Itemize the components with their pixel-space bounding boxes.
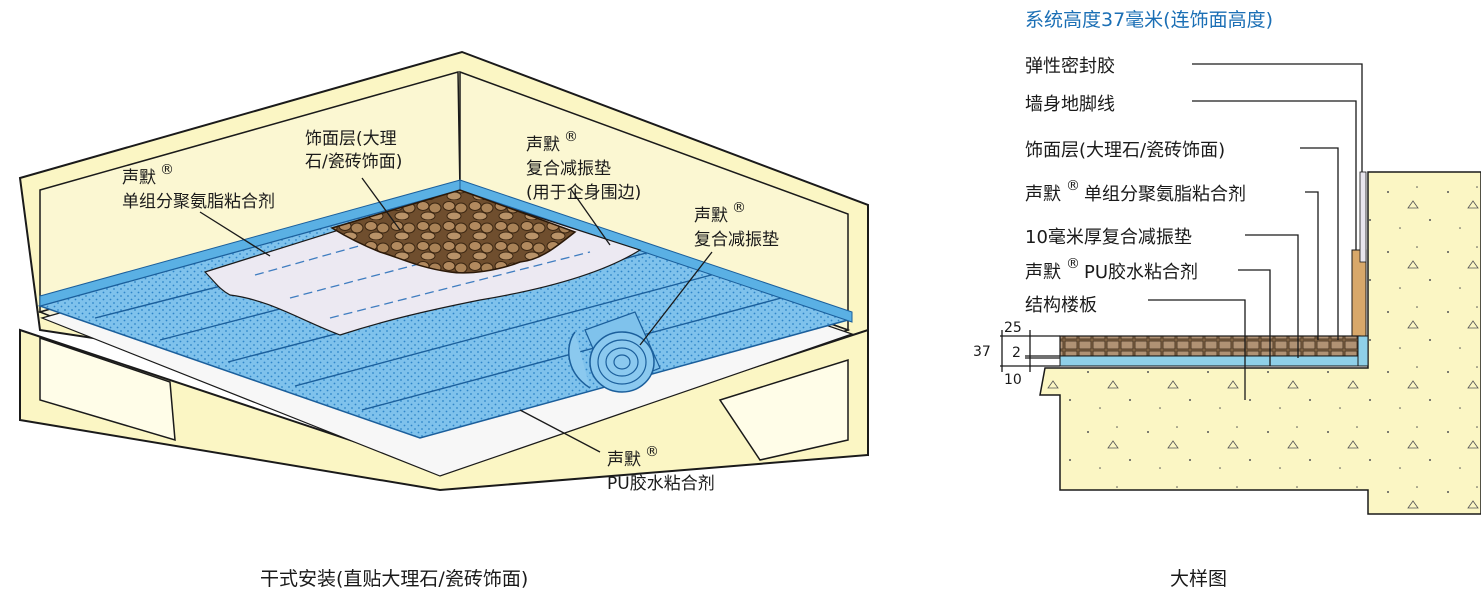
label-pu-reg: ® — [1066, 256, 1080, 272]
adhesive-label-name: 单组分聚氨脂粘合剂 — [122, 192, 275, 212]
dim-total: 37 — [973, 344, 991, 360]
label-finish: 饰面层(大理石/瓷砖饰面) — [1025, 140, 1225, 161]
sealant — [1359, 171, 1367, 263]
leader-lines — [199, 177, 713, 453]
label-sealant: 弹性密封胶 — [1025, 56, 1115, 77]
slab-cutout-right — [718, 358, 849, 461]
pad-layer — [1059, 355, 1367, 367]
label-skirting: 墙身地脚线 — [1025, 94, 1115, 115]
structural-concrete — [1039, 171, 1481, 515]
label-slab: 结构楼板 — [1025, 295, 1097, 316]
pu-label-brand: 声默 — [607, 450, 641, 470]
pu-label-name: PU胶水粘合剂 — [607, 474, 715, 494]
label-pu: PU胶水粘合剂 — [1084, 262, 1198, 283]
label-pad: 10毫米厚复合减振垫 — [1025, 227, 1192, 248]
adhesive-label-reg: ® — [160, 162, 174, 178]
pad-roll-label-name: 复合减振垫 — [694, 230, 779, 250]
pad-roll — [568, 311, 661, 393]
pad-edge-up — [1357, 335, 1369, 367]
stone-finish — [330, 189, 577, 274]
adhesive-label-brand: 声默 — [122, 168, 156, 188]
finish-label-line2: 石/瓷砖饰面) — [305, 152, 402, 172]
dim-mid: 2 — [1012, 345, 1021, 361]
pad-edge-label-name: 复合减振垫 — [526, 159, 611, 179]
label-adhesive: 单组分聚氨脂粘合剂 — [1084, 184, 1246, 205]
pad-edge-label-brand: 声默 — [526, 135, 560, 155]
finish-label-line1: 饰面层(大理 — [305, 129, 397, 149]
detail-drawing: 系统高度37毫米(连饰面高度) 弹性密封胶 墙身地脚线 饰面层(大理石/瓷砖饰面… — [973, 9, 1481, 590]
pad-edge-label-reg: ® — [564, 129, 578, 145]
right-caption: 大样图 — [1170, 568, 1227, 590]
edge-strip-right — [459, 179, 853, 323]
label-adhesive-brand: 声默 — [1025, 184, 1061, 205]
dimension-lines — [1000, 330, 1060, 372]
tile-layer — [1059, 335, 1361, 357]
detail-leader-lines — [1148, 63, 1363, 400]
dim-bottom: 10 — [1004, 372, 1022, 388]
pad-roll-label-reg: ® — [732, 200, 746, 216]
slab-cutout — [39, 336, 176, 442]
pad-roll-label-brand: 声默 — [694, 206, 728, 226]
label-pu-brand: 声默 — [1025, 262, 1061, 283]
isometric-drawing: 饰面层(大理 石/瓷砖饰面) 声默 ® 单组分聚氨脂粘合剂 声默 ® 复合减振垫… — [18, 50, 869, 590]
left-caption: 干式安装(直贴大理石/瓷砖饰面) — [260, 568, 528, 590]
pu-label-reg: ® — [645, 444, 659, 460]
label-adhesive-reg: ® — [1066, 178, 1080, 194]
pad-edge-label-note: (用于企身围边) — [526, 183, 641, 203]
skirting — [1351, 249, 1367, 337]
dim-top: 25 — [1004, 320, 1022, 336]
detail-title: 系统高度37毫米(连饰面高度) — [1025, 9, 1273, 31]
